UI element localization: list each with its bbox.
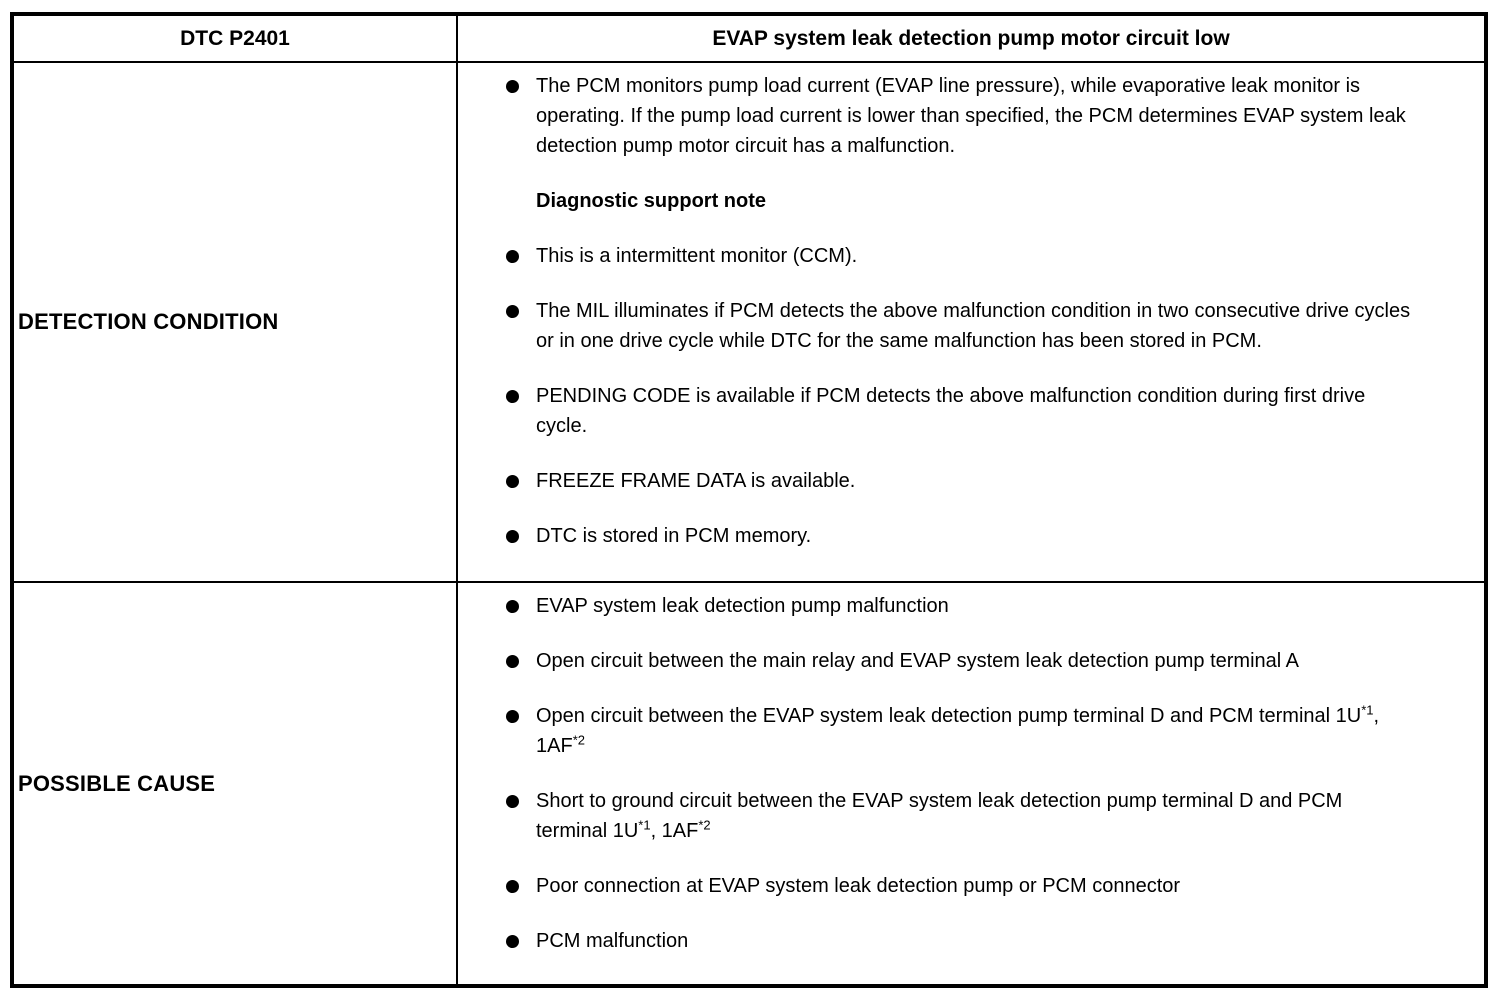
bullet-icon [506, 390, 519, 403]
bullet-icon [506, 305, 519, 318]
item-text: PCM malfunction [536, 930, 689, 952]
detection-condition-label: DETECTION CONDITION [11, 61, 458, 583]
bullet-icon [506, 80, 519, 93]
item-text: Open circuit between the main relay and … [536, 650, 1299, 672]
bullet-icon [506, 250, 519, 263]
detection-condition-row: DETECTION CONDITION The PCM monitors pum… [11, 61, 1487, 583]
table-header-row: DTC P2401 EVAP system leak detection pum… [11, 13, 1487, 63]
detection-condition-content: The PCM monitors pump load current (EVAP… [456, 61, 1487, 583]
bullet-item: Open circuit between the main relay and … [478, 646, 1414, 676]
bullet-item: The MIL illuminates if PCM detects the a… [478, 296, 1414, 356]
bullet-icon [506, 655, 519, 668]
item-text: This is a intermittent monitor (CCM). [536, 245, 858, 267]
item-text: Open circuit between the EVAP system lea… [536, 702, 1380, 757]
bullet-item: Poor connection at EVAP system leak dete… [478, 871, 1414, 901]
bullet-icon [506, 795, 519, 808]
dtc-title-header: EVAP system leak detection pump motor ci… [456, 13, 1487, 63]
item-text: Short to ground circuit between the EVAP… [536, 790, 1343, 842]
note-heading: Diagnostic support note [478, 186, 1414, 216]
bullet-item: PENDING CODE is available if PCM detects… [478, 381, 1414, 441]
possible-cause-row: POSSIBLE CAUSE EVAP system leak detectio… [11, 581, 1487, 987]
bullet-item: Open circuit between the EVAP system lea… [478, 701, 1414, 761]
bullet-item: This is a intermittent monitor (CCM). [478, 241, 1414, 271]
bullet-icon [506, 530, 519, 543]
possible-cause-label: POSSIBLE CAUSE [11, 581, 458, 987]
bullet-item: PCM malfunction [478, 926, 1414, 956]
dtc-table: DTC P2401 EVAP system leak detection pum… [10, 12, 1488, 988]
item-text: PENDING CODE is available if PCM detects… [536, 385, 1366, 437]
possible-cause-content: EVAP system leak detection pump malfunct… [456, 581, 1487, 987]
bullet-icon [506, 710, 519, 723]
bullet-icon [506, 935, 519, 948]
item-text: Diagnostic support note [536, 190, 766, 212]
dtc-code-header: DTC P2401 [11, 13, 458, 63]
item-text: EVAP system leak detection pump malfunct… [536, 595, 949, 617]
bullet-icon [506, 600, 519, 613]
item-text: The PCM monitors pump load current (EVAP… [536, 75, 1406, 157]
bullet-item: The PCM monitors pump load current (EVAP… [478, 71, 1414, 161]
bullet-item: FREEZE FRAME DATA is available. [478, 466, 1414, 496]
bullet-item: EVAP system leak detection pump malfunct… [478, 591, 1414, 621]
bullet-item: Short to ground circuit between the EVAP… [478, 786, 1414, 846]
item-text: The MIL illuminates if PCM detects the a… [536, 300, 1411, 352]
item-text: DTC is stored in PCM memory. [536, 525, 812, 547]
item-text: Poor connection at EVAP system leak dete… [536, 875, 1181, 897]
bullet-icon [506, 475, 519, 488]
bullet-item: DTC is stored in PCM memory. [478, 521, 1414, 551]
bullet-icon [506, 880, 519, 893]
item-text: FREEZE FRAME DATA is available. [536, 470, 856, 492]
